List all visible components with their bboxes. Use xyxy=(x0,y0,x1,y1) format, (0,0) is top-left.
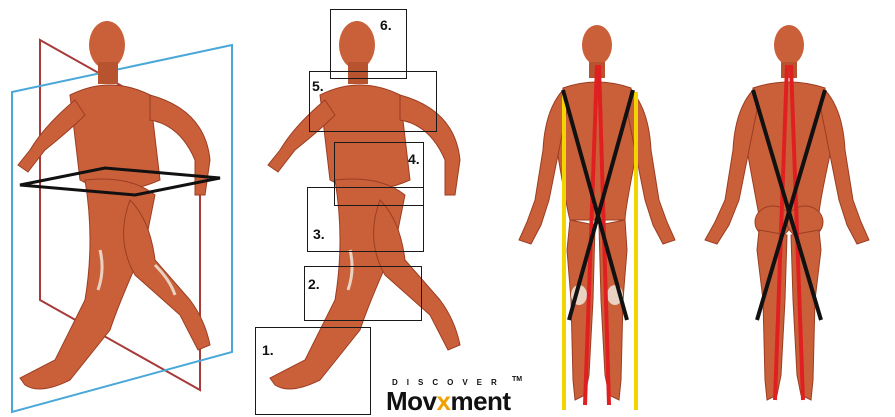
segment-box-1 xyxy=(255,327,371,415)
panel-front-back-views xyxy=(475,0,895,417)
front-back-illustration xyxy=(475,0,895,417)
segment-label-6: 6. xyxy=(380,17,392,33)
segment-box-6 xyxy=(330,9,407,79)
panel-anatomical-planes xyxy=(0,0,250,417)
segment-box-2 xyxy=(304,266,422,321)
runner-figure-left xyxy=(18,21,210,389)
segment-label-1: 1. xyxy=(262,342,274,358)
planes-illustration xyxy=(0,0,250,417)
segment-label-5: 5. xyxy=(312,78,324,94)
panel-body-segments: 1. 2. 3. 4. 5. 6. xyxy=(250,0,475,417)
segment-label-3: 3. xyxy=(313,226,325,242)
logo-figure-mark: x xyxy=(437,386,451,416)
segment-label-2: 2. xyxy=(308,276,320,292)
segment-box-5 xyxy=(309,71,437,132)
segment-label-4: 4. xyxy=(408,151,420,167)
